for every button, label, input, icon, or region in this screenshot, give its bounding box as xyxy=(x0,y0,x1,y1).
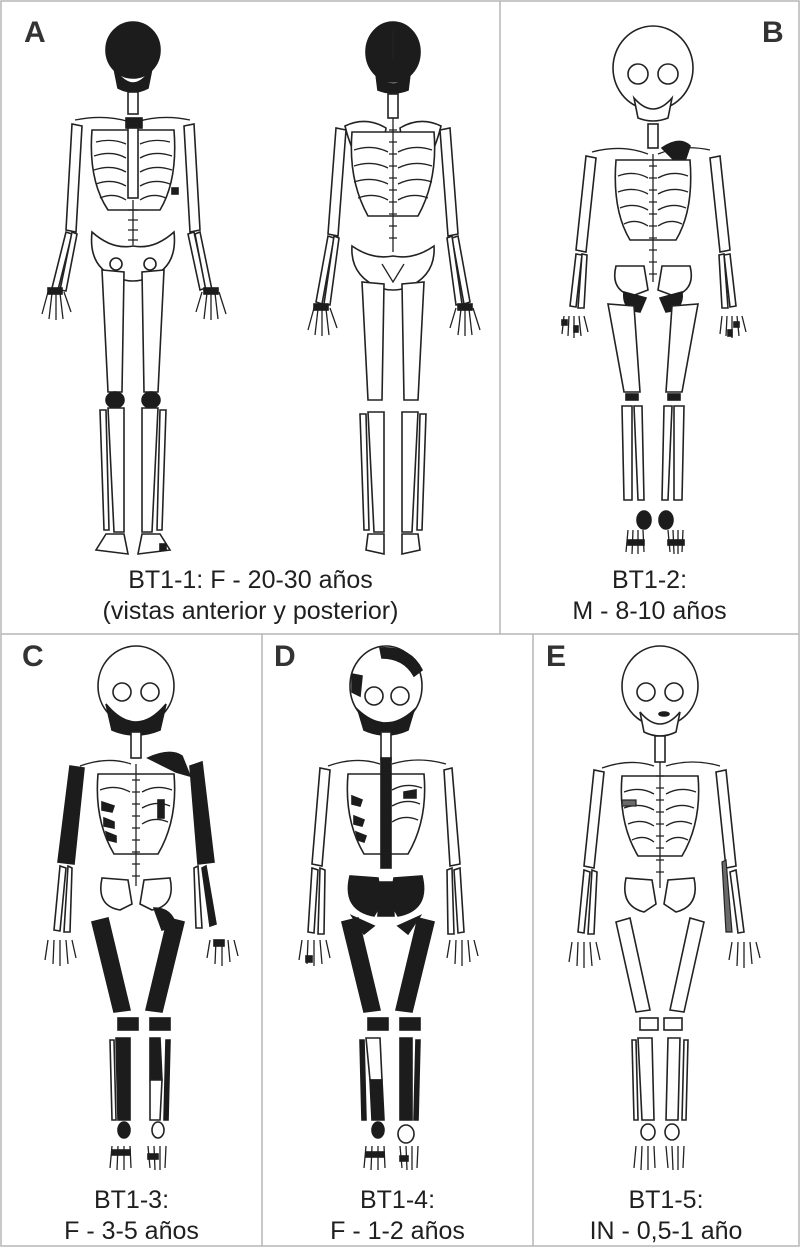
caption-c: BT1-3: F - 3-5 años xyxy=(1,1185,262,1247)
caption-c-id: BT1-3: xyxy=(1,1185,262,1216)
caption-b-id: BT1-2: xyxy=(500,565,799,596)
skeleton-e xyxy=(560,640,780,1185)
caption-d-age: F - 1-2 años xyxy=(262,1216,533,1247)
caption-d-id: BT1-4: xyxy=(262,1185,533,1216)
skeleton-b xyxy=(550,20,760,565)
caption-d: BT1-4: F - 1-2 años xyxy=(262,1185,533,1247)
caption-a: BT1-1: F - 20-30 años (vistas anterior y… xyxy=(1,565,500,627)
caption-a-view: (vistas anterior y posterior) xyxy=(1,596,500,627)
caption-b: BT1-2: M - 8-10 años xyxy=(500,565,799,627)
caption-a-id: BT1-1: F - 20-30 años xyxy=(1,565,500,596)
caption-e: BT1-5: IN - 0,5-1 año xyxy=(533,1185,799,1247)
caption-b-age: M - 8-10 años xyxy=(500,596,799,627)
caption-e-age: IN - 0,5-1 año xyxy=(533,1216,799,1247)
panel-letter-b: B xyxy=(762,18,784,48)
skeleton-a-anterior xyxy=(30,20,240,560)
skeleton-a-posterior xyxy=(290,20,500,560)
skeleton-d xyxy=(290,640,510,1185)
caption-e-id: BT1-5: xyxy=(533,1185,799,1216)
caption-c-age: F - 3-5 años xyxy=(1,1216,262,1247)
skeleton-c xyxy=(30,640,250,1185)
